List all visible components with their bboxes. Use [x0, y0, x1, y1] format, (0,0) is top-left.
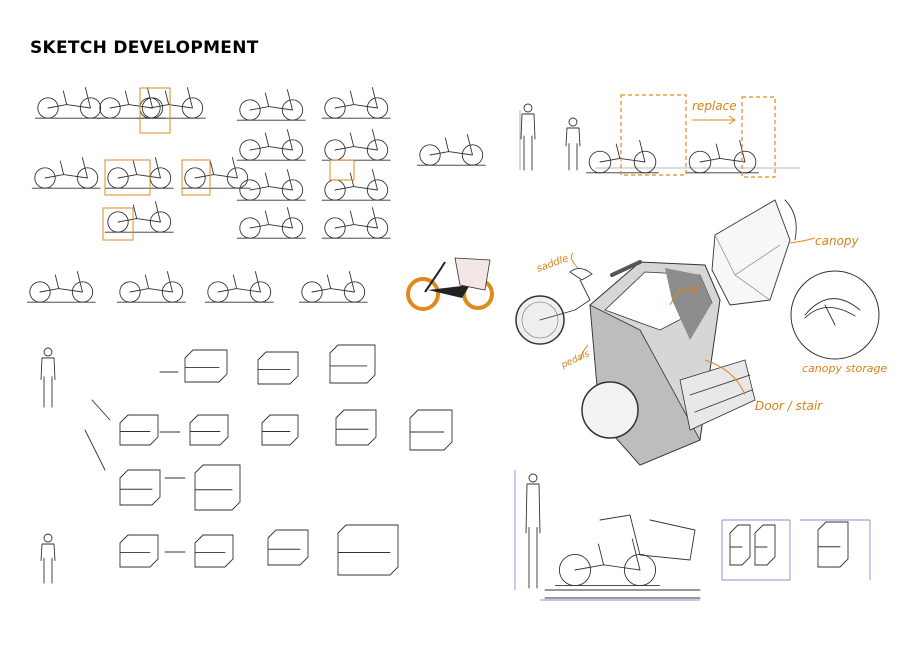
- sketch-seat: [119, 469, 161, 506]
- sketch-frame: [321, 207, 391, 239]
- orange-highlight-box: [102, 207, 134, 241]
- sketch-seat: [335, 409, 377, 446]
- orange-highlight-box: [139, 87, 171, 134]
- sketch-seat: [184, 349, 228, 383]
- sketch-frame: [236, 169, 306, 201]
- sketch-frame: [181, 157, 251, 189]
- sketch-frame: [416, 134, 486, 166]
- sketch-figure: [40, 347, 56, 408]
- page-title: SKETCH DEVELOPMENT: [30, 38, 259, 58]
- sketch-seat: [257, 351, 299, 385]
- sketch-dimensions: [544, 514, 701, 599]
- sketch-seat: [329, 344, 376, 384]
- sketch-frame: [321, 129, 391, 161]
- sketch-frame: [236, 129, 306, 161]
- sketch-seat: [194, 464, 241, 511]
- sketch-seat: [189, 414, 229, 446]
- label-seat: seat: [680, 285, 700, 295]
- sketch-guides: [519, 110, 800, 170]
- replace-diagram: replace: [620, 94, 776, 178]
- sketch-seat: [337, 524, 399, 576]
- dimension-lines: [514, 470, 871, 601]
- sketch-frame: [104, 157, 174, 189]
- sketch-seat: [267, 529, 309, 566]
- label-canopy-storage: canopy storage: [802, 362, 887, 375]
- sketch-seat: [817, 521, 849, 568]
- orange-highlight-box: [104, 159, 151, 196]
- sketch-figure: [565, 117, 581, 171]
- sketch-frame: [298, 271, 368, 303]
- sketch-seat: [194, 534, 234, 568]
- sketch-figure: [520, 103, 536, 171]
- sketch-frame: [34, 87, 104, 119]
- sketch-seat: [729, 524, 751, 566]
- sketch-seat: [261, 414, 299, 446]
- sketch-frame: [96, 87, 166, 119]
- sketch-figure: [40, 533, 56, 584]
- sketch-frame: [321, 87, 391, 119]
- label-replace: replace: [692, 99, 737, 113]
- sketch-figure: [525, 473, 541, 589]
- sketch-seat: [754, 524, 776, 566]
- label-pedals: pedals: [559, 349, 591, 371]
- sketch-arrows: [84, 371, 186, 553]
- sketch-frame: [116, 271, 186, 303]
- label-door-stair: Door / stair: [755, 399, 823, 413]
- label-saddle: saddle: [535, 253, 570, 275]
- orange-highlight-box: [181, 159, 211, 196]
- sketch-frame: [136, 87, 206, 119]
- orange-cargo-trike: [406, 257, 494, 311]
- sketch-seat: [119, 534, 159, 568]
- sketch-frame: [555, 538, 660, 587]
- sketch-frame: [686, 139, 759, 174]
- sketch-frame: [236, 89, 306, 121]
- orange-highlight-box: [329, 159, 355, 181]
- sketch-seat: [119, 414, 159, 446]
- sketch-frame: [586, 139, 659, 174]
- sketch-frame: [31, 157, 101, 189]
- render-3d-cargo-trike: saddle seat pedals canopy canopy storage…: [515, 199, 887, 466]
- sketch-drawings: [26, 87, 871, 601]
- sketch-frame: [204, 271, 274, 303]
- sketch-frame: [26, 271, 96, 303]
- label-canopy: canopy: [815, 234, 860, 248]
- sketch-frame: [321, 169, 391, 201]
- sketch-frame: [236, 207, 306, 239]
- sketch-frame: [104, 201, 174, 233]
- sketch-seat: [409, 409, 453, 451]
